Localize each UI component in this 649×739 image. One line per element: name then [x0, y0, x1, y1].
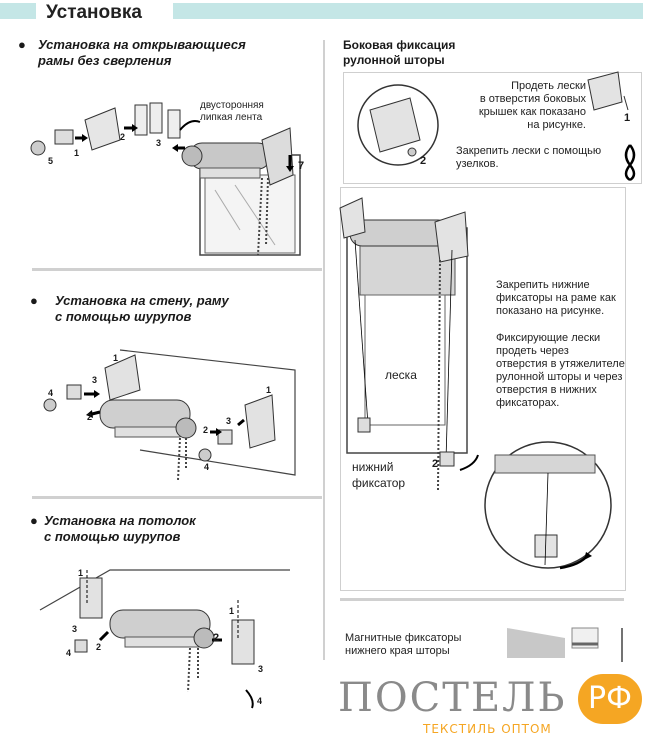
step-number: 1 — [266, 385, 272, 395]
step-number: 4 — [48, 388, 54, 398]
step-number: 3 — [258, 664, 264, 674]
brand-badge: РФ — [578, 674, 642, 724]
step-number: 1 — [74, 148, 80, 158]
column-divider — [323, 40, 325, 660]
brand-logo: ПОСТЕЛЬ РФ ТЕКСТИЛЬ ОПТОМ — [320, 670, 649, 739]
brand-badge-text: РФ — [588, 681, 632, 716]
step-number: 2 — [420, 155, 427, 167]
side-fix1-text: Закрепить нижние фиксаторы на раме как п… — [496, 279, 616, 317]
step-number: 1 — [229, 606, 235, 616]
leska-label: леска — [385, 368, 417, 382]
side-fixation-detail-illustration — [357, 71, 636, 182]
section-frames-title: Установка на открывающиеся рамы без свер… — [38, 37, 246, 68]
side-step2-text: Закрепить лески с помощью узелков. — [456, 145, 602, 170]
step-number: 3 — [92, 375, 98, 385]
step-number: 2 — [87, 412, 93, 422]
step-number: 2 — [120, 132, 126, 142]
step-number: 2 — [432, 458, 439, 470]
step-number: 1 — [113, 353, 119, 363]
frames-installation-illustration — [30, 102, 301, 256]
wall-outline — [119, 349, 296, 476]
section-divider — [32, 268, 322, 271]
page-title: Установка — [46, 2, 142, 23]
magnet-illustration — [507, 627, 623, 662]
bullet-icon: ● — [30, 293, 38, 308]
window-glass — [204, 174, 296, 254]
brand-name: ПОСТЕЛЬ — [338, 675, 567, 721]
section-divider — [340, 598, 624, 601]
step-number: 5 — [48, 156, 54, 166]
section-divider — [32, 496, 322, 499]
bracket-right — [261, 127, 294, 186]
side-fixation-window-illustration — [339, 197, 612, 570]
side-fix2-text: Фиксирующие лески продеть через отверсти… — [496, 332, 625, 409]
step-number: 1 — [78, 568, 84, 578]
header-accent-right — [173, 3, 643, 19]
section-ceiling-title: Установка на потолок с помощью шурупов — [44, 513, 196, 544]
tape-label: двусторонняя липкая лента — [200, 100, 264, 123]
fixator-label: нижний фиксатор — [352, 460, 406, 490]
side-fixation-title: Боковая фиксация рулонной шторы — [343, 38, 456, 67]
step-number: 3 — [226, 416, 232, 426]
wall-installation-illustration — [43, 349, 296, 481]
bullet-icon: ● — [18, 37, 26, 52]
step-number: 2 — [213, 632, 220, 644]
side-fixation-window-box — [340, 187, 626, 591]
step-number: 4 — [257, 696, 263, 706]
brand-tagline: ТЕКСТИЛЬ ОПТОМ — [423, 722, 552, 736]
bullet-icon: ● — [30, 513, 38, 528]
step-number: 7 — [298, 160, 305, 172]
step-number: 4 — [66, 648, 72, 658]
step-number: 2 — [96, 642, 102, 652]
step-number: 3 — [156, 138, 162, 148]
ceiling-installation-illustration — [39, 569, 290, 709]
step-number: 4 — [204, 462, 210, 472]
header-band: Установка — [0, 0, 649, 23]
bracket-part — [84, 107, 121, 151]
step-number: 3 — [72, 624, 78, 634]
header-accent-left — [0, 3, 36, 19]
magnet-text: Магнитные фиксаторы нижнего края шторы — [345, 632, 462, 657]
section-wall-title: Установка на стену, раму с помощью шуруп… — [55, 293, 229, 324]
side-step1-text: Продеть лески в отверстия боковых крышек… — [478, 80, 586, 131]
step-number: 1 — [624, 112, 631, 124]
step-number: 2 — [203, 425, 209, 435]
ceiling-outline — [39, 569, 290, 611]
